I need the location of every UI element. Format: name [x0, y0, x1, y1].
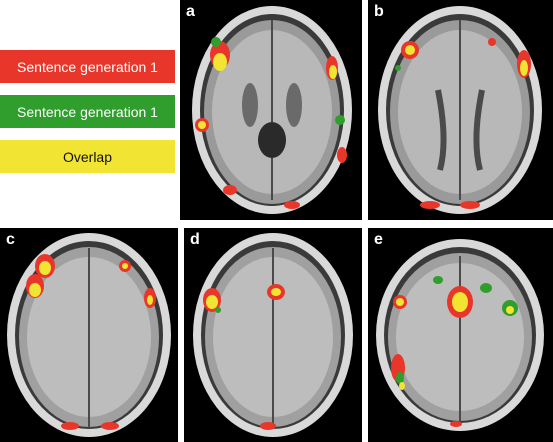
brain-scan-panel-b: b: [368, 0, 553, 220]
brain-scan-b-image: [378, 6, 542, 214]
brain-scan-panel-d: d: [184, 228, 362, 442]
brain-scan-panel-a: a: [180, 0, 362, 220]
brain-scan-d-image: [193, 233, 353, 437]
brain-scan-a-image: [192, 6, 352, 214]
legend-yellow-label: Overlap: [62, 148, 113, 165]
brain-scan-c-image: [7, 233, 171, 437]
panel-d-label: d: [190, 231, 200, 248]
legend-red-label: Sentence generation 1: [17, 58, 158, 75]
legend-green: Sentence generation 1: [0, 95, 175, 128]
legend-yellow: Overlap: [0, 140, 175, 173]
panel-a-label: a: [186, 3, 195, 20]
panel-e-label: e: [374, 231, 383, 248]
brain-scan-e-image: [376, 239, 544, 431]
brain-scan-panel-e: e: [368, 228, 553, 442]
brain-scan-panel-c: c: [0, 228, 178, 442]
panel-b-label: b: [374, 3, 384, 20]
panel-c-label: c: [6, 231, 15, 248]
legend-green-label: Sentence generation 1: [17, 103, 158, 120]
legend-red: Sentence generation 1: [0, 50, 175, 83]
